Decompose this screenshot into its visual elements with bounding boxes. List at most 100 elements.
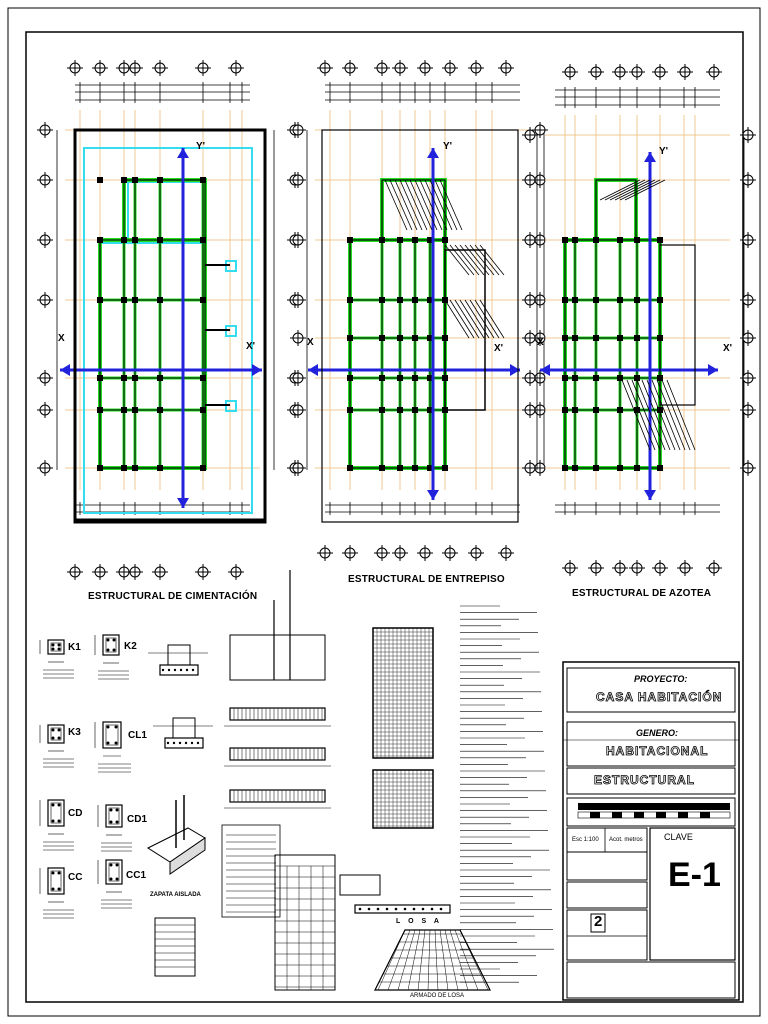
outer-border	[7, 7, 761, 1017]
grid-bubble	[706, 64, 722, 80]
losa-section	[354, 904, 451, 914]
structural-column	[200, 177, 206, 183]
grid-bubble	[228, 60, 244, 76]
stair-line	[479, 299, 505, 339]
armado-losa-line	[407, 929, 421, 991]
stair-line	[449, 299, 475, 339]
axis-arrow	[308, 364, 318, 376]
grid-bubble	[612, 64, 628, 80]
grid-bubble	[740, 370, 756, 386]
column-section	[39, 639, 74, 679]
stair-line	[474, 299, 500, 339]
structural-column	[157, 465, 163, 471]
rebar-dot	[421, 907, 425, 911]
grid-bubble	[92, 60, 108, 76]
axis-x-label-2: X	[307, 337, 314, 348]
grid-bubble	[37, 292, 53, 308]
losa-label: L O S A	[396, 918, 442, 925]
structural-column	[200, 465, 206, 471]
structural-column	[200, 297, 206, 303]
grid-bubble	[740, 330, 756, 346]
column-section	[97, 859, 132, 909]
stair-line	[434, 179, 458, 231]
structural-beam	[594, 178, 638, 242]
grid-bubble	[522, 232, 538, 248]
grid-bubble	[562, 560, 578, 576]
structural-column	[427, 335, 433, 341]
structural-column	[132, 297, 138, 303]
stair-line	[419, 179, 443, 231]
structural-beam-core	[595, 179, 637, 241]
grid-bubble	[290, 460, 306, 476]
stair-line	[429, 179, 453, 231]
footing-section	[153, 717, 213, 749]
rebar-dot	[385, 907, 389, 911]
grid-bubble	[740, 127, 756, 143]
grid-bubble	[37, 122, 53, 138]
structural-column	[617, 335, 623, 341]
column-detail-label: K1	[68, 642, 81, 653]
grid-bubble	[37, 460, 53, 476]
axis-arrow	[427, 490, 439, 500]
beam-elevation	[224, 789, 331, 809]
grid-bubble	[392, 545, 408, 561]
grid-bubble	[127, 60, 143, 76]
stair-line	[641, 379, 671, 451]
structural-column	[442, 237, 448, 243]
axis-y-prime-label-3: Y'	[659, 146, 669, 157]
structural-column	[657, 407, 663, 413]
structural-column	[132, 375, 138, 381]
grid-bubble	[740, 460, 756, 476]
stair-line	[661, 379, 691, 451]
grid-bubble	[116, 60, 132, 76]
structural-beam-core	[99, 239, 206, 469]
grid-bubble	[532, 122, 548, 138]
axis-x-label-1: X	[58, 333, 65, 344]
structural-column	[427, 375, 433, 381]
column-section	[39, 799, 74, 851]
slab-detail	[339, 874, 381, 896]
grid-bubble	[629, 64, 645, 80]
grid-bubble	[417, 545, 433, 561]
entrepiso-plan-title: ESTRUCTURAL DE ENTREPISO	[348, 574, 505, 585]
stair-line	[626, 379, 656, 451]
column-section	[39, 724, 74, 768]
axis-y-prime-label-2: Y'	[443, 141, 453, 152]
grid-bubble	[522, 172, 538, 188]
armado-losa-line	[427, 929, 431, 991]
rebar-dot	[439, 907, 443, 911]
structural-column	[379, 335, 385, 341]
structural-column	[132, 177, 138, 183]
genero-label: GENERO:	[636, 728, 679, 738]
structural-column	[132, 237, 138, 243]
stair-line	[399, 179, 423, 231]
structural-column	[157, 177, 163, 183]
grid-bubble	[67, 60, 83, 76]
scale-text: Esc 1:100	[572, 837, 599, 843]
stair-line	[599, 179, 641, 201]
structural-column	[593, 297, 599, 303]
structural-column	[379, 407, 385, 413]
column-section	[39, 867, 74, 919]
slab-reinforcement	[372, 769, 434, 829]
grid-bubble	[522, 402, 538, 418]
structural-column	[634, 407, 640, 413]
structural-column	[657, 237, 663, 243]
grid-bubble	[677, 64, 693, 80]
floor-plans	[37, 60, 756, 580]
azotea-plan	[522, 64, 756, 576]
structural-column	[200, 237, 206, 243]
structural-column	[593, 407, 599, 413]
column-detail-label: CC1	[126, 870, 147, 881]
structural-column	[412, 237, 418, 243]
structural-column	[593, 465, 599, 471]
structural-column	[200, 407, 206, 413]
structural-column	[347, 465, 353, 471]
armado-losa-line	[417, 929, 426, 991]
grid-bubble	[127, 564, 143, 580]
structural-column	[412, 335, 418, 341]
stair-line	[646, 379, 676, 451]
grid-bubble	[290, 330, 306, 346]
stair-line	[609, 179, 651, 201]
grid-bubble	[392, 60, 408, 76]
